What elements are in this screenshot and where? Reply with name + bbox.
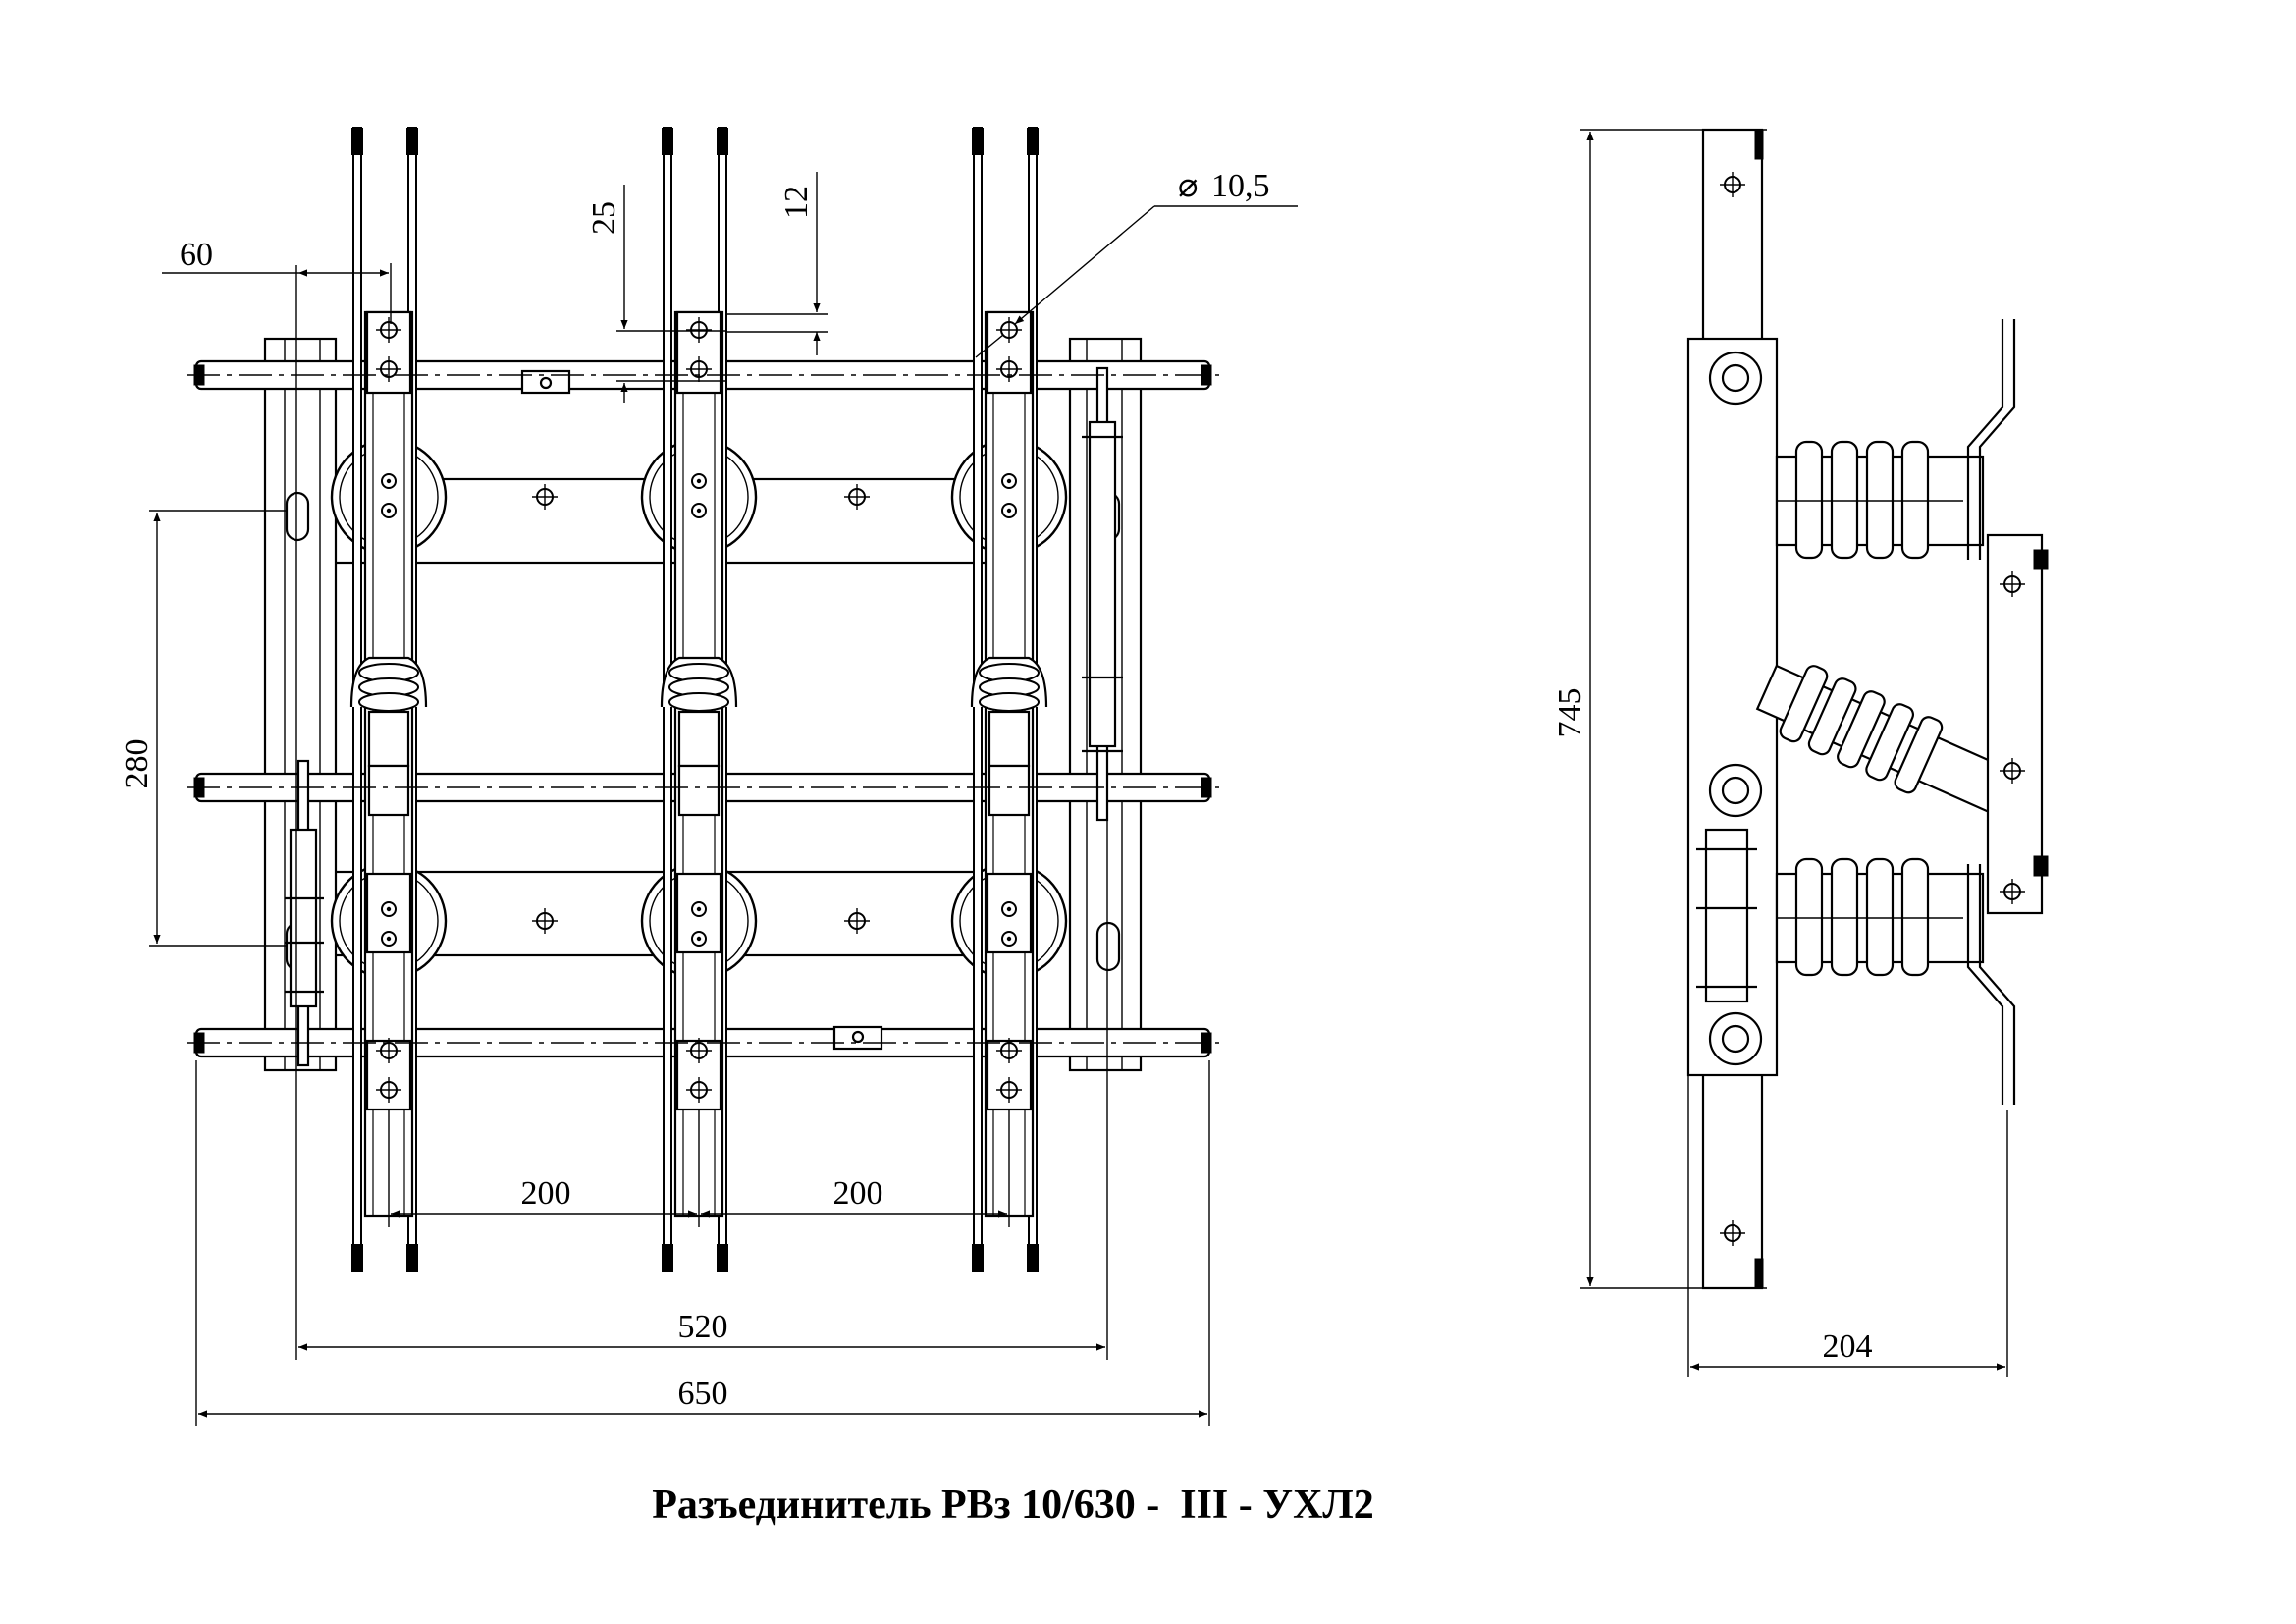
- dim-pole-pitch-right: 200: [833, 1175, 883, 1212]
- dim-contact-offset: 25: [586, 201, 622, 235]
- dim-overall-width: 650: [678, 1376, 728, 1412]
- dim-hole-diameter-symbol: ⌀: [1178, 168, 1198, 204]
- front-view: 650 520 200 200 280 60: [119, 126, 1298, 1426]
- dim-hole-diameter: 10,5: [1211, 168, 1270, 204]
- side-view: 745 204: [1552, 128, 2049, 1377]
- side-blade-upper: [1966, 319, 2004, 560]
- dim-mount-width: 520: [678, 1309, 728, 1345]
- drawing-title: Разъединитель РВз 10/630 - III - УХЛ2: [652, 1483, 1373, 1528]
- side-blade-lower: [1966, 864, 2004, 1105]
- side-lower-insulator: [1775, 857, 1985, 977]
- front-dimensions: 650 520 200 200 280 60: [119, 168, 1298, 1426]
- side-drive-insulator: [1755, 664, 2011, 815]
- side-contact-bracket: [1986, 533, 2044, 915]
- dim-mount-height: 280: [119, 739, 155, 789]
- side-dimensions: 745 204: [1552, 129, 2008, 1377]
- dim-hole-offset: 12: [778, 186, 815, 219]
- side-interlock: [1704, 828, 1749, 1003]
- dim-side-depth: 204: [1823, 1328, 1873, 1365]
- dim-pole-pitch-left: 200: [521, 1175, 571, 1212]
- dim-side-height: 745: [1552, 688, 1588, 738]
- side-upper-insulator: [1775, 440, 1985, 560]
- dim-edge-offset: 60: [180, 237, 213, 273]
